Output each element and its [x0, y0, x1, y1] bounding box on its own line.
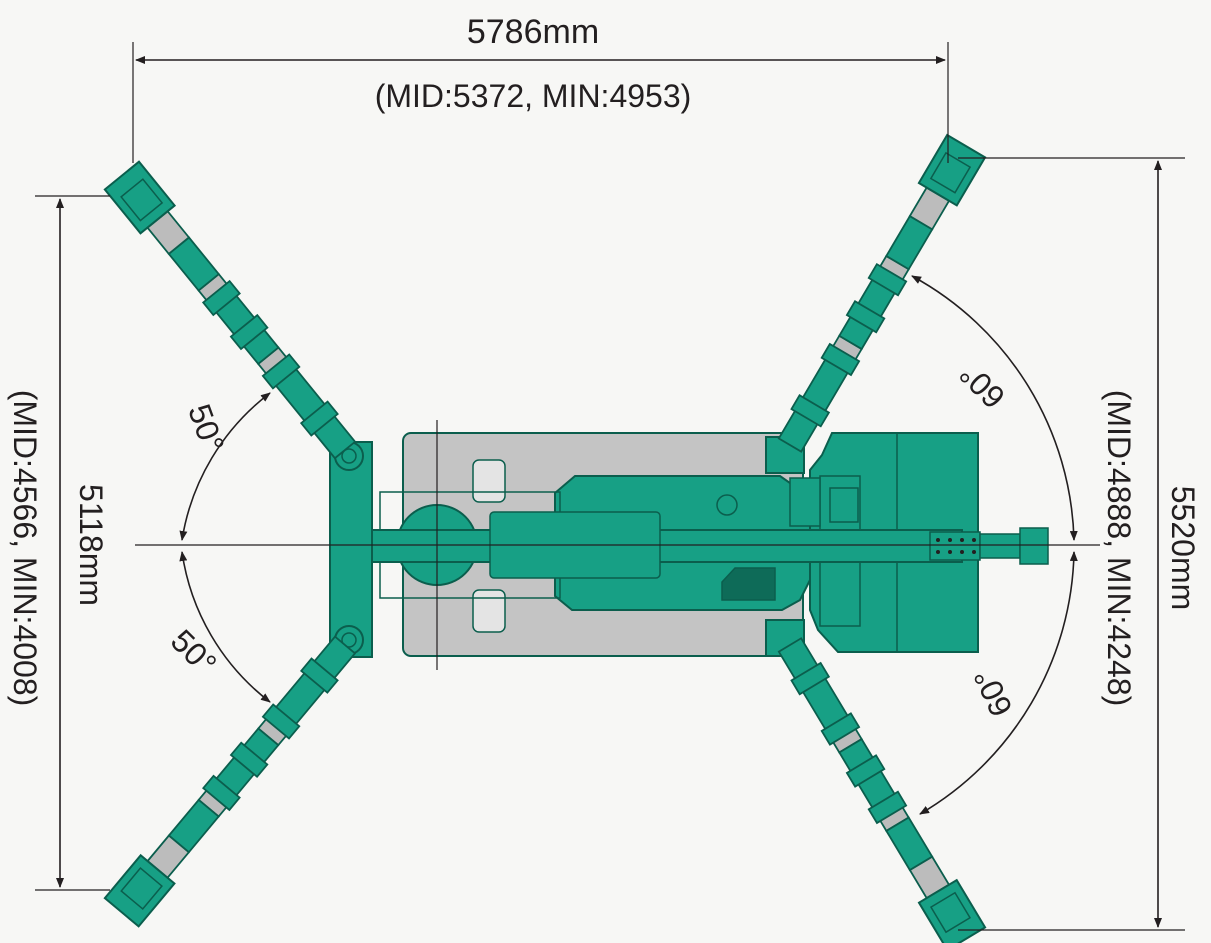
left-height-label: 5118mm [73, 484, 109, 606]
dimension-right-height: 5520mm (MID:4888, MIN:4248) [958, 157, 1201, 931]
left-height-sub-label: (MID:4566, MIN:4008) [7, 390, 43, 707]
angle-right-upper-label: 60° [952, 356, 1012, 416]
outrigger-foot-pad [103, 853, 176, 928]
right-height-sub-label: (MID:4888, MIN:4248) [1101, 390, 1137, 707]
outrigger-left-upper [103, 160, 357, 460]
outrigger-left-lower [103, 635, 357, 928]
dimension-left-height: 5118mm (MID:4566, MIN:4008) [7, 195, 110, 891]
boom [371, 529, 963, 563]
dimension-top-width: 5786mm (MID:5372, MIN:4953) [132, 13, 949, 163]
outrigger-foot-pad [917, 133, 987, 207]
right-height-label: 5520mm [1165, 486, 1201, 611]
window-panel [721, 567, 776, 601]
top-width-label: 5786mm [467, 13, 599, 51]
hook-block [979, 533, 1021, 559]
outrigger-right-upper [777, 133, 987, 453]
track-slot-upper [472, 459, 506, 503]
outrigger-arms [103, 133, 987, 943]
angle-left-lower: 50° [164, 551, 271, 703]
angle-left-lower-label: 50° [164, 622, 224, 682]
top-width-sub-label: (MID:5372, MIN:4953) [375, 78, 692, 114]
angle-right-lower-label: 60° [966, 663, 1019, 722]
outrigger-right-lower [777, 637, 987, 943]
angle-left-upper-label: 50° [181, 399, 231, 457]
front-head-block [329, 441, 373, 658]
outrigger-foot-pad [917, 878, 987, 943]
track-slot-lower [472, 589, 506, 633]
outrigger-foot-pad [103, 160, 177, 235]
angle-left-upper: 50° [179, 392, 271, 541]
turret-pin [716, 494, 738, 516]
